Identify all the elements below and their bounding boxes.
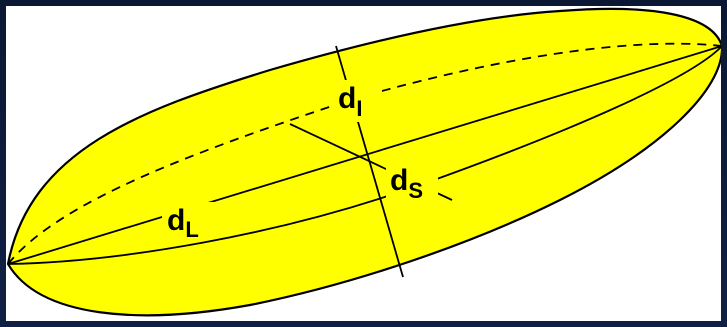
short-axis-label-main: d — [390, 164, 408, 197]
short-axis-label-sub: S — [408, 178, 423, 203]
intermediate-axis-label-sub: I — [356, 96, 362, 121]
intermediate-axis-label-bg — [334, 80, 382, 122]
ellipsoid-outline — [6, 7, 721, 317]
intermediate-axis-label: dI — [338, 82, 362, 121]
short-axis-label-bg — [386, 163, 438, 201]
long-axis-label-bg — [162, 202, 220, 238]
long-axis-label: dL — [167, 204, 199, 242]
long-axis-line — [7, 45, 721, 265]
diagram-canvas: dL dI dS — [6, 6, 721, 321]
short-axis-label: dS — [390, 164, 423, 203]
ellipsoid-diagram: dL dI dS — [6, 7, 721, 317]
long-axis-label-sub: L — [185, 217, 198, 242]
intermediate-axis-label-main: d — [338, 82, 356, 115]
long-axis-label-main: d — [167, 204, 185, 237]
